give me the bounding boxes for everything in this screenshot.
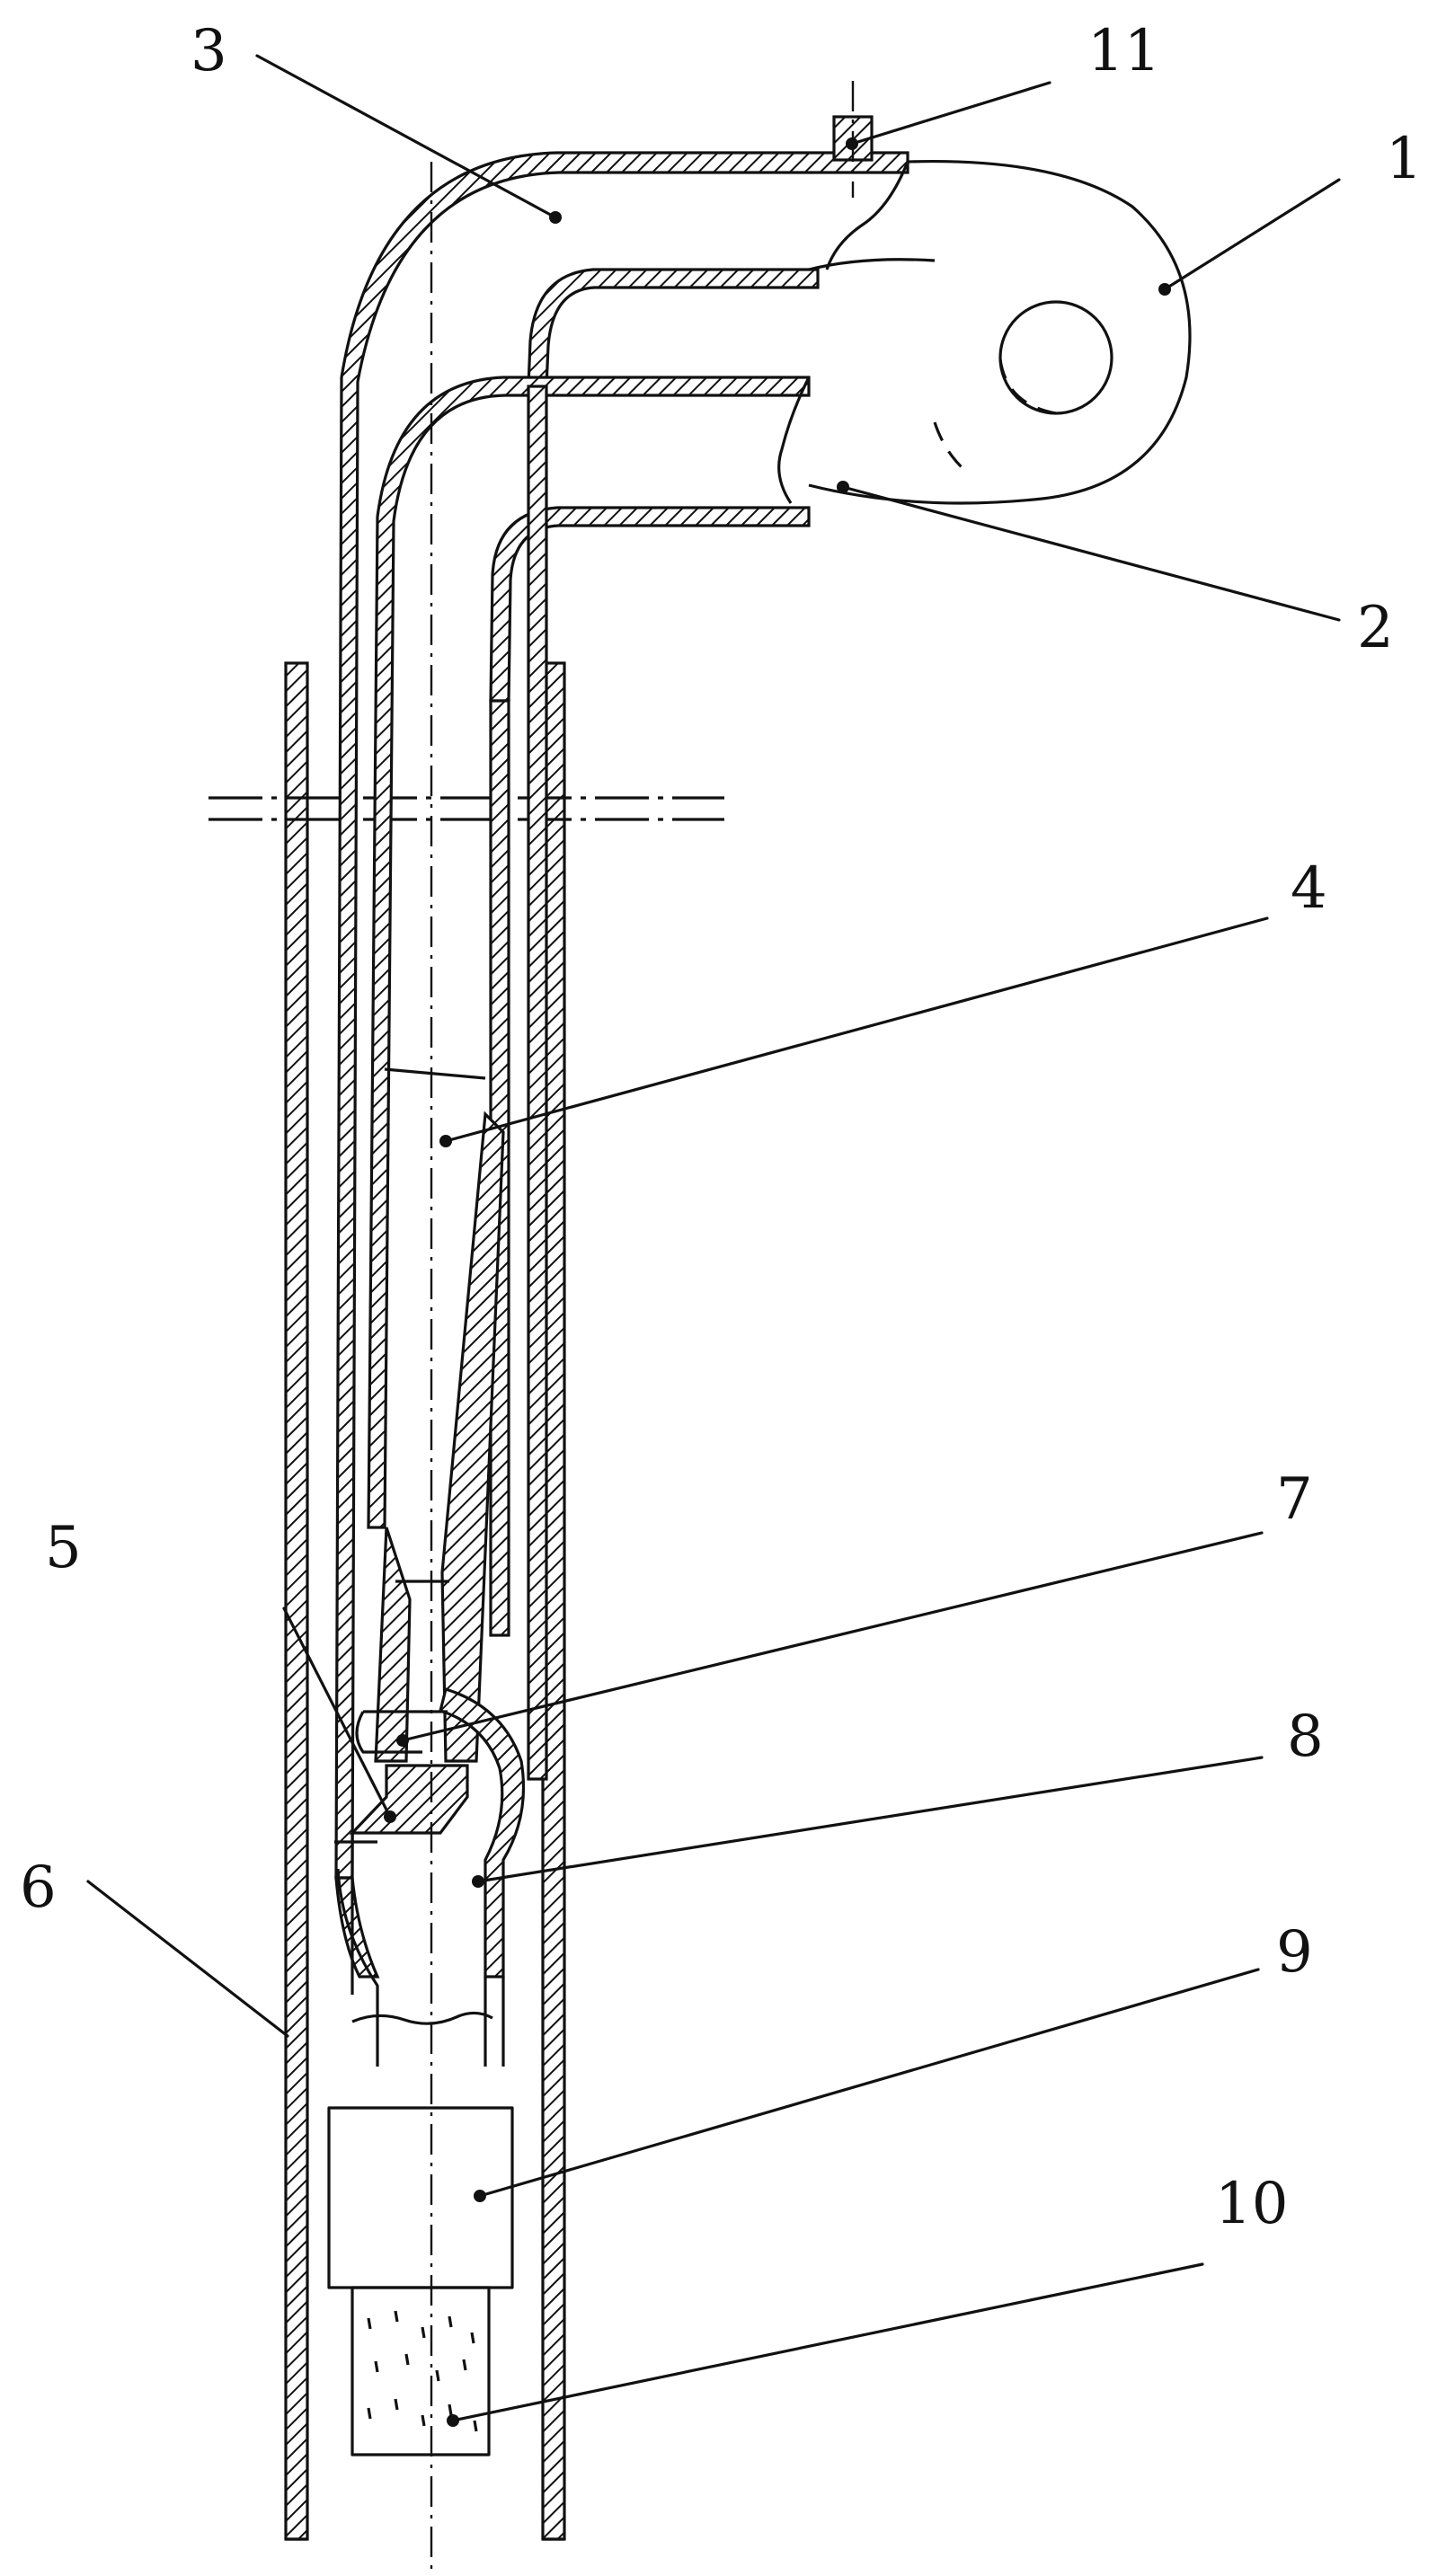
label-11: 11 — [1087, 18, 1160, 84]
label-9: 9 — [1276, 1919, 1313, 1986]
label-6: 6 — [20, 1855, 57, 1921]
label-7: 7 — [1276, 1466, 1313, 1533]
inner-return-pipe — [368, 377, 809, 1779]
leader-lines — [88, 56, 1339, 2427]
reference-numerals: 1 2 3 11 4 5 7 8 6 9 10 — [20, 18, 1423, 2237]
label-3: 3 — [191, 18, 227, 84]
diffuser — [376, 1069, 503, 1761]
label-8: 8 — [1287, 1704, 1324, 1770]
label-1: 1 — [1386, 126, 1423, 192]
label-2: 2 — [1357, 595, 1394, 661]
suction-strainer — [352, 2288, 489, 2455]
label-5: 5 — [45, 1515, 82, 1581]
pump-housing — [779, 162, 1190, 503]
label-10: 10 — [1215, 2171, 1288, 2237]
label-4: 4 — [1291, 855, 1327, 922]
nozzle-assembly — [334, 1689, 524, 1977]
